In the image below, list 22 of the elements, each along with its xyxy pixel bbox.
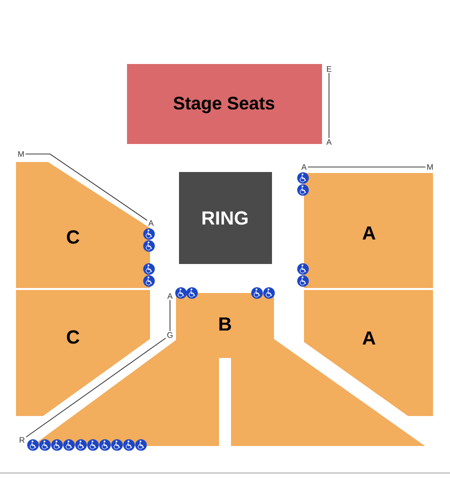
node-label: B: [219, 317, 231, 331]
row-letter: E: [327, 66, 332, 72]
node-label: C: [66, 330, 80, 344]
row-letter: A: [148, 220, 154, 226]
seating-section: A: [304, 173, 433, 288]
seating-section: A: [304, 290, 433, 416]
row-letter: R: [20, 437, 25, 443]
row-letter: M: [18, 151, 24, 157]
row-letter: A: [167, 293, 173, 299]
seating-section: C: [16, 162, 150, 288]
row-range-line: [328, 72, 330, 138]
row-range-line: [25, 154, 148, 221]
row-letter: A: [326, 139, 332, 145]
row-range-line: [307, 166, 426, 168]
node-label: A: [362, 331, 376, 345]
row-letter: G: [167, 332, 173, 338]
row-range-line: [26, 338, 166, 438]
row-letter: M: [427, 164, 433, 170]
seating-section: C: [16, 290, 150, 416]
ring-block: RING: [179, 172, 272, 264]
stage-block: Stage Seats: [127, 64, 322, 144]
row-letter: A: [301, 164, 307, 170]
